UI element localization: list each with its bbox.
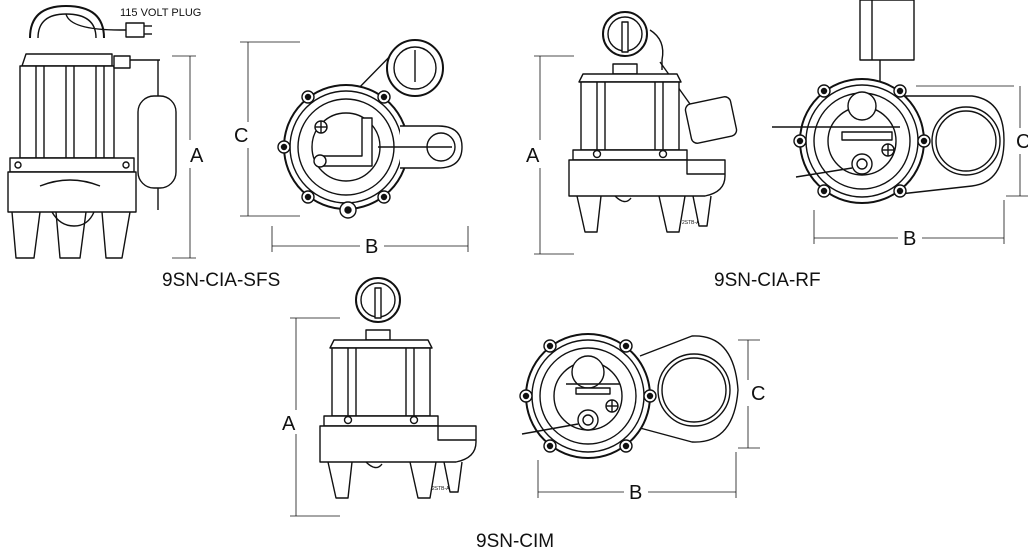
sfs-dim-b: B xyxy=(365,236,378,258)
cim-caption: 9SN-CIM xyxy=(476,531,554,552)
sfs-caption: 9SN-CIA-SFS xyxy=(162,270,280,291)
cim-casting-mark: 2STB-A xyxy=(432,486,450,492)
rf-dim-a: A xyxy=(526,145,540,167)
cim-side-view: 2STB-A A xyxy=(282,277,477,517)
rf-caption: 9SN-CIA-RF xyxy=(714,270,821,291)
plug-label: 115 VOLT PLUG xyxy=(120,7,201,19)
rf-top-view: C B xyxy=(772,0,1028,250)
cim-dim-b: B xyxy=(629,482,642,504)
cim-dim-c: C xyxy=(751,383,765,405)
sfs-dim-c: C xyxy=(234,125,248,147)
sfs-dim-a: A xyxy=(190,145,204,167)
rf-casting-mark: 2STB-A xyxy=(682,220,700,226)
sfs-top-view: C B xyxy=(234,39,469,258)
rf-dim-c: C xyxy=(1016,131,1028,153)
rf-side-view: 2STB-A A xyxy=(526,11,738,255)
rf-dim-b: B xyxy=(903,228,916,250)
sfs-front-view: 115 VOLT PLUG A xyxy=(7,5,204,259)
cim-dim-a: A xyxy=(282,413,296,435)
cim-top-view: C B xyxy=(519,333,765,504)
